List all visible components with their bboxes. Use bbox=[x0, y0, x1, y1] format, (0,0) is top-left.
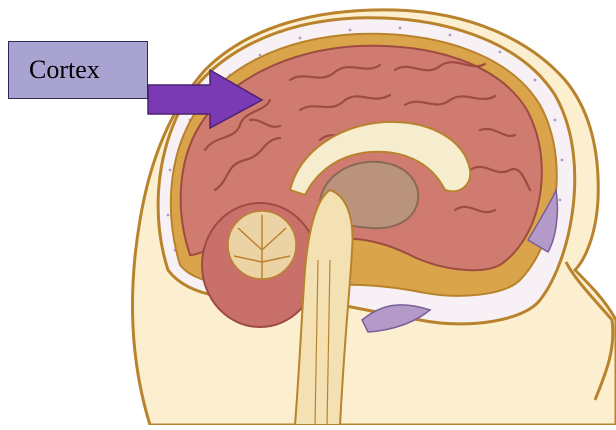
cortex-label: Cortex bbox=[8, 41, 148, 99]
cortex-label-text: Cortex bbox=[29, 55, 100, 85]
